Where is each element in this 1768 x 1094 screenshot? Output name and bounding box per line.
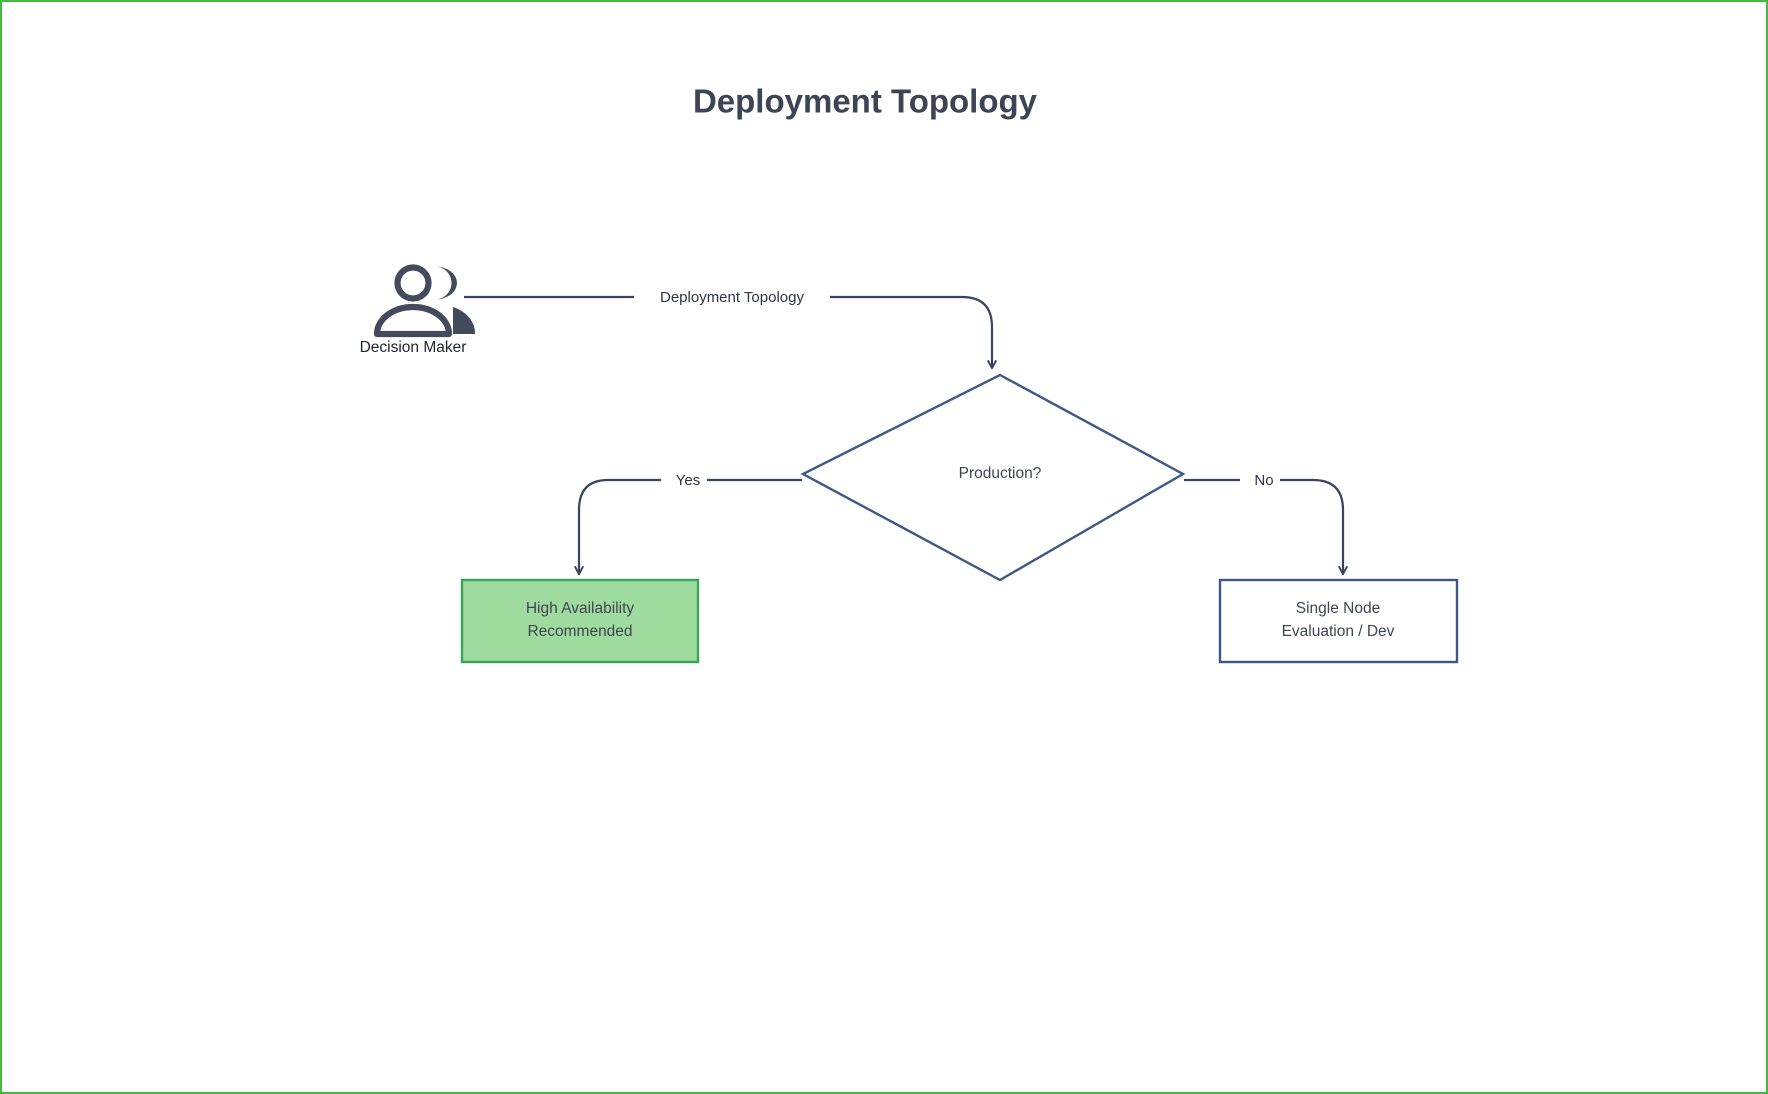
single-node-box-shape xyxy=(1218,578,1459,664)
node-label-production: Production? xyxy=(959,465,1042,482)
edge-actor-to-decision xyxy=(464,295,997,370)
edge-label-bg xyxy=(1240,467,1280,493)
edge-label-bg xyxy=(661,467,707,493)
single-node-label-line2: Evaluation / Dev xyxy=(1282,623,1395,640)
ha-label-line2: Recommended xyxy=(527,623,632,640)
ha-box-shape xyxy=(460,578,700,664)
edge-label-yes: Yes xyxy=(676,472,700,489)
node-high-availability[interactable]: High Availability Recommended xyxy=(460,578,700,664)
node-single-node[interactable]: Single Node Evaluation / Dev xyxy=(1218,578,1459,664)
users-icon xyxy=(373,264,476,338)
edge-decision-to-ha xyxy=(574,478,802,576)
edge-label-no: No xyxy=(1254,472,1273,489)
edge-decision-to-single xyxy=(1184,478,1348,576)
edge-label-deployment-topology: Deployment Topology xyxy=(660,289,804,306)
ha-label-line1: High Availability xyxy=(526,600,635,617)
node-decision-production[interactable]: Production? xyxy=(800,373,1186,582)
actor-label: Decision Maker xyxy=(360,339,467,356)
edge-label-bg xyxy=(634,284,830,310)
actor-decision-maker[interactable]: Decision Maker xyxy=(360,264,476,357)
page-title: Deployment Topology xyxy=(693,83,1038,120)
single-node-label-line1: Single Node xyxy=(1296,600,1380,617)
diamond-shape xyxy=(800,373,1186,582)
